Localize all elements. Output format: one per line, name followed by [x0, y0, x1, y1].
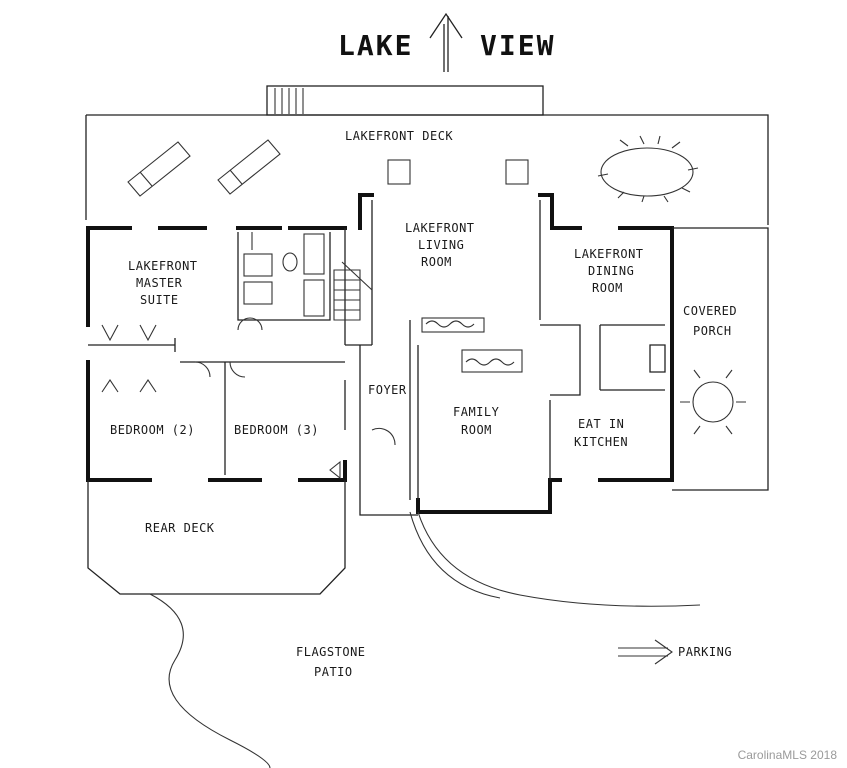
- porch-label-1: COVERED: [683, 304, 737, 318]
- parking-label: PARKING: [678, 645, 732, 659]
- porch-label-2: PORCH: [693, 324, 732, 338]
- patio-label-1: FLAGSTONE: [296, 645, 366, 659]
- interior-partitions: [88, 200, 666, 516]
- house-walls: [86, 193, 674, 514]
- deck-chair-icon: [505, 159, 529, 185]
- door-swings: [101, 317, 396, 480]
- bedroom-2-label: BEDROOM (2): [110, 423, 195, 437]
- lakefront-deck-label: LAKEFRONT DECK: [345, 129, 453, 143]
- rear-deck-outline: [87, 480, 346, 595]
- kitchen-label-1: EAT IN: [578, 417, 624, 431]
- covered-porch-outline: [672, 227, 769, 491]
- master-label-3: SUITE: [140, 293, 179, 307]
- family-label-1: FAMILY: [453, 405, 500, 419]
- lounge-chair-icon: [127, 141, 191, 197]
- deck-chair-icon: [387, 159, 411, 185]
- fireplace-living: [421, 317, 485, 333]
- bedroom-3-label: BEDROOM (3): [234, 423, 319, 437]
- title-view: VIEW: [480, 29, 555, 62]
- kitchen-label-2: KITCHEN: [574, 435, 628, 449]
- master-label-1: LAKEFRONT: [128, 259, 198, 273]
- walkway-path: [149, 511, 701, 768]
- lakefront-deck-outline: [85, 85, 769, 225]
- dining-label-1: LAKEFRONT: [574, 247, 644, 261]
- living-label-3: ROOM: [421, 255, 452, 269]
- round-table-icon: [680, 369, 746, 435]
- rear-deck-label: REAR DECK: [145, 521, 215, 535]
- lounge-chair-icon: [217, 139, 281, 195]
- dining-table-icon: [597, 135, 699, 203]
- dining-label-2: DINING: [588, 264, 634, 278]
- patio-label-2: PATIO: [314, 665, 353, 679]
- fireplace-family: [461, 349, 523, 373]
- family-label-2: ROOM: [461, 423, 492, 437]
- stairs: [333, 261, 373, 321]
- title-lake: LAKE: [338, 29, 413, 62]
- foyer-label: FOYER: [368, 383, 407, 397]
- living-label-2: LIVING: [418, 238, 464, 252]
- bathroom-fixtures: [243, 232, 325, 317]
- north-arrow-icon: [429, 12, 463, 72]
- watermark: CarolinaMLS 2018: [737, 748, 837, 762]
- arrow-right-icon: [618, 639, 673, 665]
- living-label-1: LAKEFRONT: [405, 221, 475, 235]
- master-label-2: MASTER: [136, 276, 183, 290]
- dining-label-3: ROOM: [592, 281, 623, 295]
